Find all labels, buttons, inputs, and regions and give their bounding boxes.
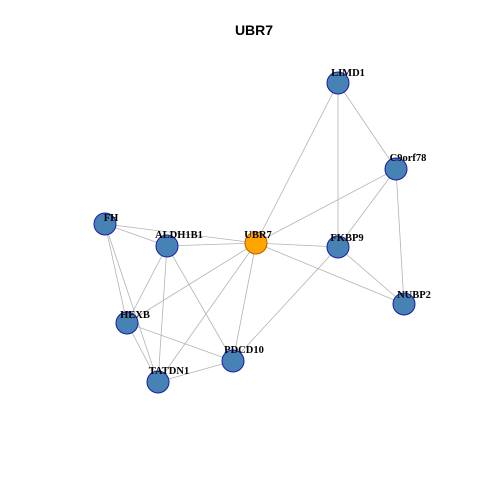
node-limd1[interactable] — [326, 71, 350, 95]
edge-ubr7-pdcd10 — [232, 242, 257, 362]
edge-aldh1b1-pdcd10 — [166, 245, 234, 362]
diagram-title: UBR7 — [235, 22, 273, 38]
edge-aldh1b1-tatdn1 — [157, 245, 168, 383]
edge-c9orf78-nubp2 — [395, 168, 405, 305]
node-label-pdcd10: PDCD10 — [224, 345, 264, 356]
node-hexb[interactable] — [115, 311, 139, 335]
node-label-fkbp9: FKBP9 — [330, 233, 363, 244]
node-label-c9orf78: C9orf78 — [390, 153, 427, 164]
node-label-aldh1b1: ALDH1B1 — [155, 230, 203, 241]
node-aldh1b1[interactable] — [155, 234, 179, 258]
node-label-limd1: LIMD1 — [331, 68, 365, 79]
edge-limd1-c9orf78 — [337, 82, 397, 170]
edge-ubr7-hexb — [126, 242, 257, 324]
edge-ubr7-nubp2 — [255, 242, 405, 305]
node-label-ubr7: UBR7 — [244, 230, 271, 241]
node-fh[interactable] — [93, 212, 117, 236]
node-nubp2[interactable] — [392, 292, 416, 316]
node-label-tatdn1: TATDN1 — [149, 366, 189, 377]
node-label-nubp2: NUBP2 — [397, 290, 431, 301]
edge-fkbp9-nubp2 — [337, 246, 405, 305]
node-fkbp9[interactable] — [326, 235, 350, 259]
node-pdcd10[interactable] — [221, 349, 245, 373]
edge-c9orf78-ubr7 — [255, 168, 397, 244]
edge-aldh1b1-hexb — [126, 245, 168, 324]
edge-limd1-ubr7 — [255, 82, 339, 244]
edge-ubr7-tatdn1 — [157, 242, 257, 383]
node-label-hexb: HEXB — [120, 310, 150, 321]
node-tatdn1[interactable] — [146, 370, 170, 394]
edge-fh-hexb — [104, 223, 128, 324]
nodes-layer — [93, 71, 416, 394]
edge-c9orf78-fkbp9 — [337, 168, 397, 248]
edge-aldh1b1-ubr7 — [166, 242, 257, 247]
node-c9orf78[interactable] — [384, 157, 408, 181]
node-ubr7[interactable] — [244, 231, 268, 255]
edge-fh-ubr7 — [104, 223, 257, 244]
edge-pdcd10-tatdn1 — [157, 360, 234, 383]
edge-hexb-pdcd10 — [126, 322, 234, 362]
edge-fkbp9-pdcd10 — [232, 246, 339, 362]
node-label-fh: FH — [104, 213, 119, 224]
edge-ubr7-fkbp9 — [255, 242, 339, 248]
edge-fh-tatdn1 — [104, 223, 159, 383]
